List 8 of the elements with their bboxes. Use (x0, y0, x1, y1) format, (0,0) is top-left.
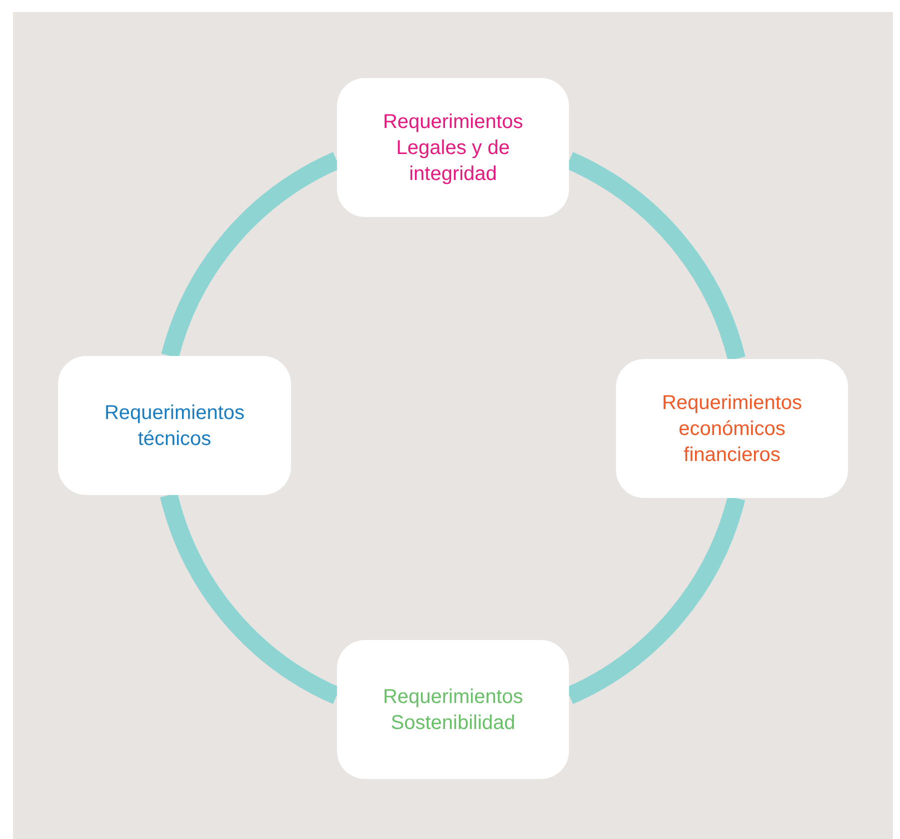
requirement-box (337, 78, 569, 217)
requirement-label: Requerimientos Sostenibilidad (382, 684, 524, 736)
requirement-label: Requerimientos Legales y de integridad (382, 110, 524, 186)
requirement-box (337, 640, 569, 779)
requirement-box (616, 359, 848, 498)
requirement-label: Requerimientos técnicos (103, 400, 246, 452)
requirement-box (58, 356, 291, 495)
requirement-label: Requerimientos económicos financieros (660, 390, 804, 468)
